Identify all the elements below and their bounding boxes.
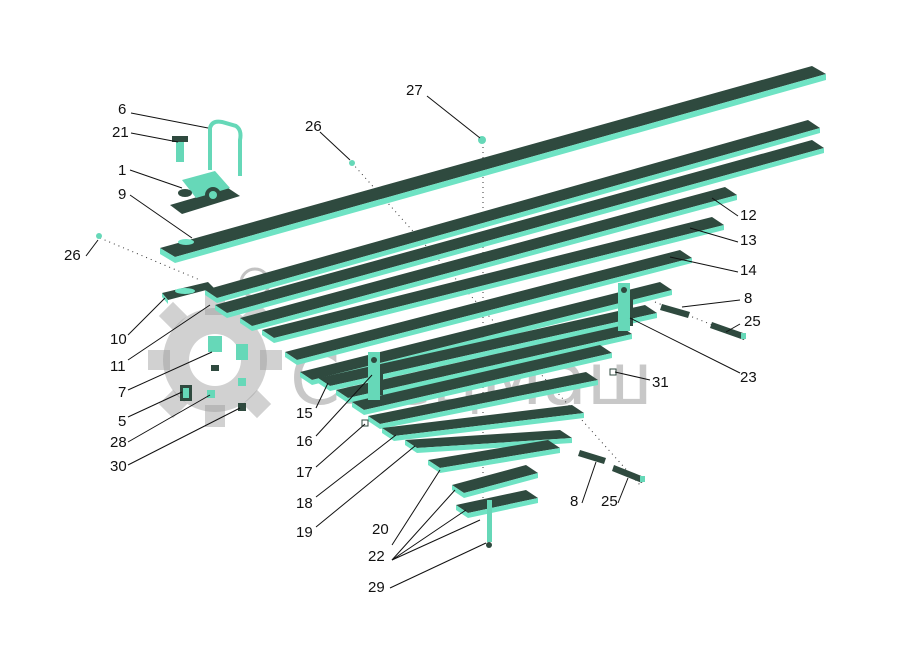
small-parts xyxy=(96,136,746,483)
spring-leaf-end xyxy=(368,416,380,429)
spring-leaf xyxy=(285,250,692,360)
spring-leaf-end xyxy=(452,485,464,498)
callout-label: 8 xyxy=(744,290,752,307)
spring-leaf-end xyxy=(285,352,297,365)
callout-label: 13 xyxy=(740,232,757,249)
callout-label: 26 xyxy=(64,247,81,264)
spring-leaf-edge xyxy=(330,313,657,391)
spring-leaf-end xyxy=(318,378,330,391)
spring-leaf-edge xyxy=(468,498,538,518)
spring-leaf-edge xyxy=(417,438,572,453)
spring-leaf-edge xyxy=(464,473,538,498)
callout-label: 31 xyxy=(652,374,669,391)
callout-label: 9 xyxy=(118,186,126,203)
spring-leaves xyxy=(205,120,824,518)
callout-label: 15 xyxy=(296,405,313,422)
callout-label: 14 xyxy=(740,262,757,279)
spring-leaf-end xyxy=(456,505,468,518)
callout-label: 23 xyxy=(740,369,757,386)
spring-leaf xyxy=(352,345,612,410)
spring-leaf-end xyxy=(405,440,417,453)
spring-leaf-edge xyxy=(394,413,584,441)
spring-leaf xyxy=(382,405,584,436)
pin-bolt xyxy=(172,136,188,162)
spring-leaf xyxy=(240,187,737,326)
callout-label: 18 xyxy=(296,495,313,512)
center-bolt xyxy=(486,500,492,548)
spring-leaf xyxy=(205,120,820,298)
callout-label: 11 xyxy=(110,358,126,375)
spring-leaf-edge xyxy=(380,380,598,429)
callout-label: 6 xyxy=(118,101,126,118)
spring-leaf xyxy=(368,372,598,424)
clamp-16 xyxy=(368,352,383,400)
callout-label: 7 xyxy=(118,384,126,401)
spring-leaf-edge xyxy=(217,128,820,303)
callout-label: 28 xyxy=(110,434,127,451)
spring-leaf-edge xyxy=(440,448,560,473)
spring-leaf-edge xyxy=(297,258,692,365)
clamp-23 xyxy=(618,283,633,331)
spring-leaf-end xyxy=(262,330,274,343)
callout-label: 17 xyxy=(296,464,313,481)
leader-lines xyxy=(85,95,741,589)
spring-leaf xyxy=(452,465,538,493)
spring-leaf-edge xyxy=(348,334,632,403)
spring-leaf-end xyxy=(352,402,364,415)
spring-leaf xyxy=(405,430,572,448)
spring-leaf-end xyxy=(428,460,440,473)
spring-leaf-edge xyxy=(227,148,824,318)
spring-leaf xyxy=(318,305,657,386)
callout-label: 27 xyxy=(406,82,423,99)
callout-label: 22 xyxy=(368,548,385,565)
callout-label: 25 xyxy=(601,493,618,510)
callout-label: 16 xyxy=(296,433,313,450)
spring-leaf xyxy=(300,282,672,380)
spring-leaf-edge xyxy=(364,353,612,415)
callout-label: 8 xyxy=(570,493,578,510)
u-bolt xyxy=(208,119,243,176)
spring-leaf xyxy=(336,326,632,398)
spring-bracket xyxy=(170,171,240,214)
spring-leaf xyxy=(215,140,824,313)
spring-leaf xyxy=(428,440,560,468)
callout-label: 19 xyxy=(296,524,313,541)
spring-leaf-end xyxy=(300,372,312,385)
spring-leaf-end xyxy=(240,318,252,331)
callout-label: 5 xyxy=(118,413,126,430)
callout-label: 30 xyxy=(110,458,127,475)
spring-leaf xyxy=(262,217,724,338)
spring-leaf-end xyxy=(205,290,217,303)
callout-label: 21 xyxy=(112,124,129,141)
callout-label: 12 xyxy=(740,207,757,224)
spring-leaf-end xyxy=(215,305,227,318)
spring-leaf-end xyxy=(382,428,394,441)
callout-label: 20 xyxy=(372,521,389,538)
callout-label: 1 xyxy=(118,162,126,179)
callout-label: 29 xyxy=(368,579,385,596)
spring-leaf xyxy=(456,490,538,513)
callout-label: 25 xyxy=(744,313,761,330)
spring-leaf-edge xyxy=(252,195,737,331)
spring-leaf-end xyxy=(336,390,348,403)
callout-label: 26 xyxy=(305,118,322,135)
callout-label: 10 xyxy=(110,331,127,348)
spring-leaf-edge xyxy=(274,225,724,343)
leaf-9 xyxy=(160,66,826,263)
callout-labels: 6 21 1 9 26 26 27 12 13 14 8 25 10 11 7 … xyxy=(64,82,761,596)
